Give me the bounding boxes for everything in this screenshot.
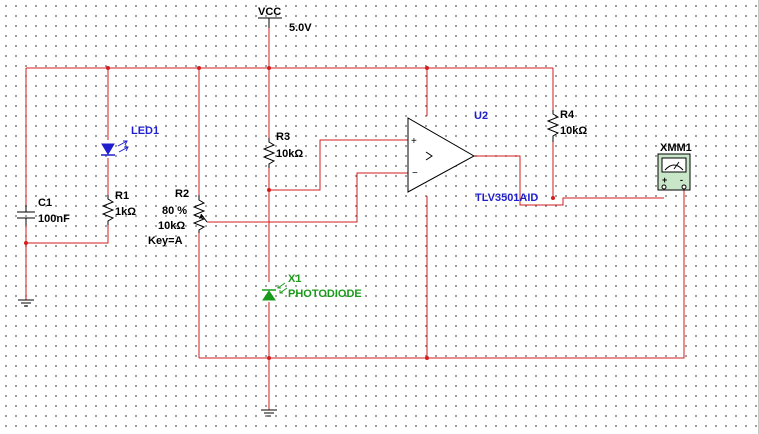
r4-ref: R4 bbox=[560, 109, 575, 121]
inverting-input-sign: − bbox=[412, 168, 418, 179]
vcc-name: VCC bbox=[258, 6, 281, 18]
ground-symbol-main bbox=[261, 409, 277, 417]
resistor-r1[interactable]: R1 1kΩ bbox=[101, 190, 136, 225]
multimeter-minus-terminal[interactable] bbox=[681, 184, 687, 190]
junction-dot bbox=[267, 66, 271, 70]
r3-ref: R3 bbox=[276, 131, 290, 143]
junction-dot bbox=[24, 241, 28, 245]
r3-value: 10kΩ bbox=[276, 148, 303, 160]
wire-r2-wiper-to-inv bbox=[207, 172, 408, 223]
comparator-u2[interactable]: + − U2 TLV3501AID bbox=[407, 110, 538, 204]
c1-value: 100nF bbox=[38, 213, 70, 225]
junction-dot bbox=[425, 356, 429, 360]
wire-output-to-xmm bbox=[474, 155, 664, 206]
resistor-zigzag bbox=[192, 195, 206, 233]
x1-ref: X1 bbox=[288, 273, 301, 285]
vcc-source[interactable]: VCC 5.0V bbox=[258, 6, 312, 34]
junction-dot bbox=[267, 356, 271, 360]
resistor-zigzag bbox=[546, 110, 560, 142]
c1-ref: C1 bbox=[38, 197, 52, 209]
opamp-triangle-icon bbox=[407, 117, 476, 193]
junction-dot bbox=[106, 66, 110, 70]
wiper-arrowhead-icon bbox=[199, 214, 204, 219]
u2-ref: U2 bbox=[474, 110, 488, 122]
capacitor-c1[interactable]: C1 100nF bbox=[17, 197, 70, 225]
multimeter-plus-terminal[interactable] bbox=[661, 184, 667, 190]
wire-r1-to-c1 bbox=[26, 225, 109, 244]
resistor-r3[interactable]: R3 10kΩ bbox=[262, 131, 303, 168]
r1-ref: R1 bbox=[115, 190, 129, 202]
junction-dot bbox=[267, 188, 271, 192]
wire-bottom-return bbox=[199, 188, 685, 359]
vcc-voltage: 5.0V bbox=[289, 22, 312, 34]
multimeter-xmm1[interactable]: XMM1 + - bbox=[657, 142, 692, 191]
r4-value: 10kΩ bbox=[560, 125, 587, 137]
multimeter-dial-icon bbox=[664, 164, 684, 171]
ground-symbol-c1 bbox=[18, 299, 34, 307]
x1-part: PHOTODIODE bbox=[288, 288, 362, 300]
r2-value: 10kΩ bbox=[158, 220, 185, 232]
led1-ref: LED1 bbox=[131, 125, 159, 137]
junction-dot bbox=[197, 66, 201, 70]
junction-dot bbox=[551, 196, 555, 200]
potentiometer-r2[interactable]: R2 80 % 10kΩ Key=A bbox=[148, 188, 208, 247]
multimeter-needle-icon bbox=[673, 161, 680, 170]
r2-setting: 80 % bbox=[162, 205, 187, 217]
led-diode-icon bbox=[101, 143, 115, 155]
multimeter-plus-sign: + bbox=[662, 175, 667, 185]
wire-r3-to-noninv bbox=[269, 139, 408, 191]
xmm1-ref: XMM1 bbox=[660, 142, 692, 154]
r2-ref: R2 bbox=[175, 188, 189, 200]
photodiode-light-arrows-icon bbox=[277, 282, 288, 294]
resistor-zigzag bbox=[101, 195, 115, 225]
junction-dot bbox=[425, 66, 429, 70]
led-led1[interactable]: LED1 bbox=[101, 125, 159, 156]
resistor-zigzag bbox=[262, 138, 276, 168]
junction-dots bbox=[24, 66, 555, 360]
noninverting-input-sign: + bbox=[411, 136, 417, 147]
multimeter-minus-sign: - bbox=[680, 175, 683, 185]
resistor-r4[interactable]: R4 10kΩ bbox=[546, 109, 587, 142]
hysteresis-icon bbox=[425, 151, 433, 161]
r1-value: 1kΩ bbox=[115, 206, 136, 218]
photodiode-icon bbox=[262, 290, 276, 301]
wires bbox=[25, 28, 685, 410]
led-emission-arrows-icon bbox=[117, 140, 129, 153]
r2-key: Key=A bbox=[148, 235, 183, 247]
photodiode-x1[interactable]: X1 PHOTODIODE bbox=[262, 273, 362, 301]
u2-part: TLV3501AID bbox=[475, 192, 538, 204]
